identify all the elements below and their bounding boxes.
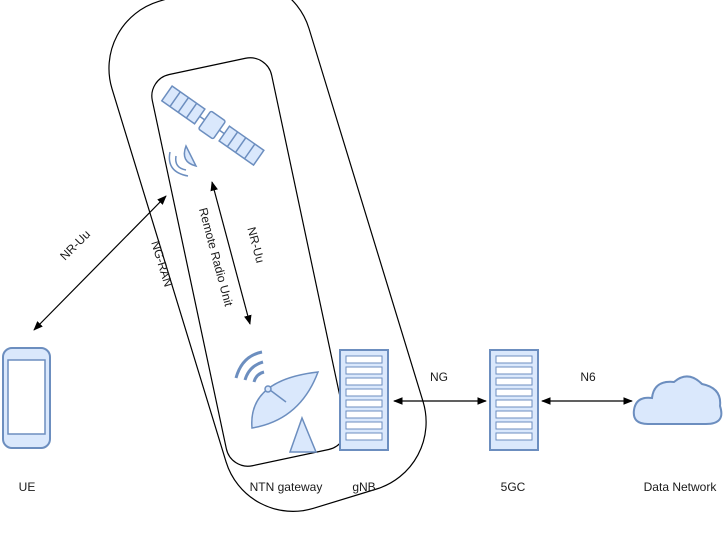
- satellite-antenna: [168, 144, 198, 177]
- satellite-gateway-link-label: NR-Uu: [244, 225, 267, 264]
- ng-ran-boundary: [108, 0, 427, 512]
- 5gc-label: 5GC: [501, 480, 526, 494]
- remote-radio-unit-label: Remote Radio Unit: [196, 206, 236, 308]
- server-icon: [489, 349, 539, 451]
- ue-label: UE: [19, 480, 36, 494]
- smartphone-icon: [2, 347, 51, 449]
- data-network-label: Data Network: [644, 480, 718, 494]
- server-icon: [339, 349, 389, 451]
- cloud-icon: [632, 375, 723, 425]
- satellite-gateway-link: [210, 181, 252, 325]
- gnb-label: gNB: [352, 480, 375, 494]
- ue-satellite-link-label: NR-Uu: [57, 227, 93, 263]
- satellite-icon: [160, 85, 265, 167]
- remote-radio-unit-boundary: [151, 57, 347, 467]
- ntn-gateway-label: NTN gateway: [250, 480, 323, 494]
- ue-satellite-link: [33, 195, 167, 331]
- core-dn-link-label: N6: [580, 370, 596, 384]
- satellite-dish-icon: [234, 350, 320, 453]
- ng-ran-label: NG-RAN: [148, 239, 175, 288]
- gnb-core-link-label: NG: [430, 370, 448, 384]
